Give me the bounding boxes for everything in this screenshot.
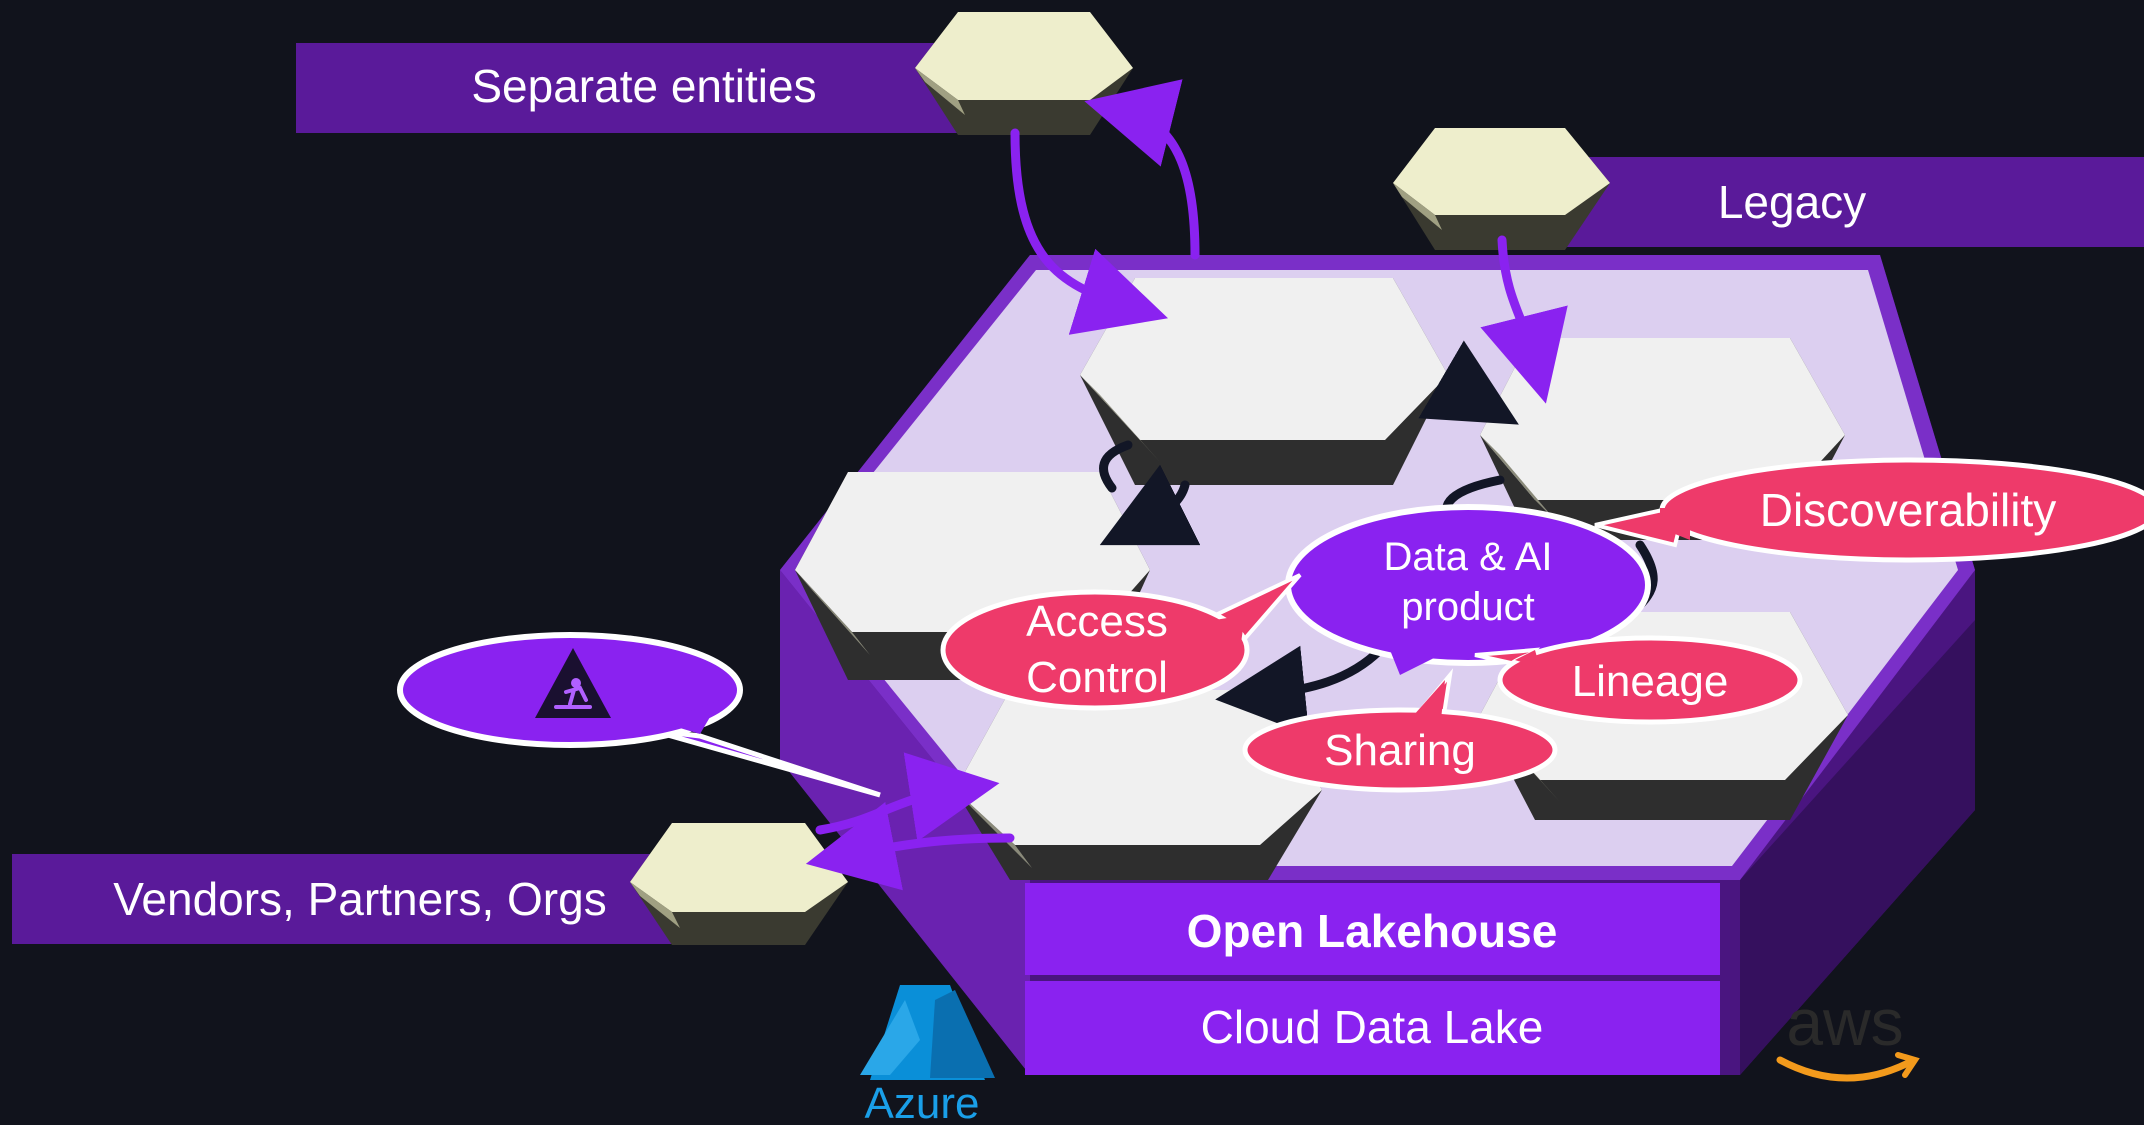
access-label-line2: Control — [1026, 653, 1168, 702]
vendors-label: Vendors, Partners, Orgs — [113, 873, 606, 925]
aws-wordmark: aws — [1786, 985, 1903, 1059]
domain-hex-top[interactable] — [1080, 278, 1448, 485]
legacy-hex[interactable] — [1393, 128, 1610, 250]
arrow-platform-to-vendors — [805, 802, 1015, 891]
cloud-data-lake-label: Cloud Data Lake — [1201, 1001, 1544, 1053]
legacy-label: Legacy — [1718, 176, 1866, 228]
vendors-hex[interactable] — [630, 823, 848, 945]
sharing-label: Sharing — [1324, 726, 1476, 775]
open-lakehouse-block: Open Lakehouse — [1025, 883, 1720, 975]
azure-logo: Azure — [860, 985, 995, 1125]
arrow-platform-to-separate — [1084, 79, 1200, 260]
external-flow-arrows — [805, 79, 1568, 891]
separate-entities-bar: Separate entities — [296, 43, 996, 133]
arrow-legacy-to-platform — [1480, 235, 1568, 404]
legacy-bar: Legacy — [1530, 157, 2144, 247]
separate-entities-hex[interactable] — [915, 12, 1133, 135]
azure-wordmark: Azure — [865, 1079, 980, 1125]
separate-entities-label: Separate entities — [471, 60, 816, 112]
sharing-callout: Sharing — [1242, 668, 1558, 793]
vendors-bar: Vendors, Partners, Orgs — [12, 854, 702, 944]
access-label-line1: Access — [1026, 597, 1168, 646]
discoverability-callout: Discoverability — [1594, 457, 2144, 563]
data-ai-label-line2: product — [1401, 585, 1534, 629]
lineage-callout: Lineage — [1474, 635, 1803, 725]
data-ai-label-line1: Data & AI — [1384, 535, 1553, 579]
lineage-label: Lineage — [1572, 657, 1729, 706]
domain-hex-bottom-left[interactable] — [955, 690, 1322, 880]
discoverability-label: Discoverability — [1760, 484, 2057, 536]
slip-hazard-warning-icon — [535, 648, 611, 718]
open-lakehouse-label: Open Lakehouse — [1187, 905, 1558, 957]
aws-smile-icon — [1776, 1056, 1914, 1082]
warning-speech-bubble — [397, 632, 881, 798]
aws-logo: aws — [1776, 985, 1920, 1082]
access-control-callout: Access Control — [940, 573, 1302, 711]
arrow-separate-to-platform — [1010, 128, 1169, 335]
cloud-data-lake-block: Cloud Data Lake — [1025, 981, 1720, 1075]
